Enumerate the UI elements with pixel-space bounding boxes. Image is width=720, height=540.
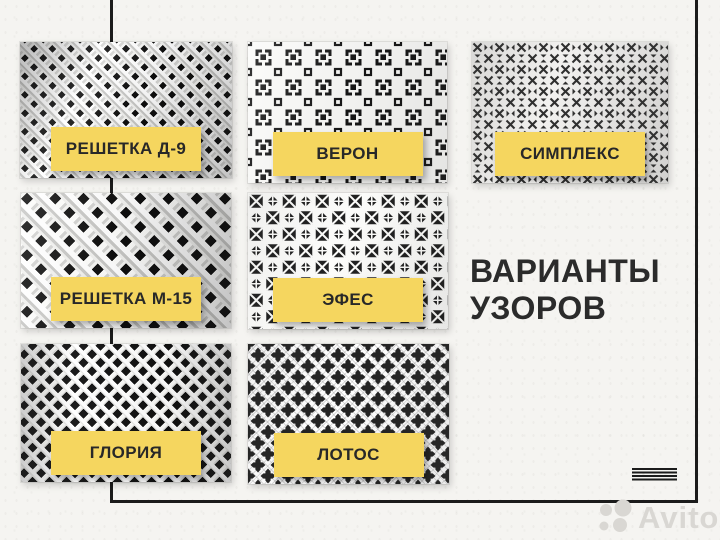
pattern-swatch-efes: ЭФЕС: [248, 193, 448, 329]
pattern-name-plate: СИМПЛЕКС: [495, 132, 645, 176]
pattern-name-plate: РЕШЕТКА М-15: [51, 277, 201, 321]
page-title: ВАРИАНТЫ УЗОРОВ: [470, 253, 660, 327]
page-title-line2: УЗОРОВ: [470, 290, 607, 326]
pattern-swatch-lotos: ЛОТОС: [248, 344, 449, 484]
page-title-line1: ВАРИАНТЫ: [470, 253, 661, 289]
stacked-lines-icon: [632, 468, 677, 481]
pattern-name-plate: РЕШЕТКА Д-9: [51, 127, 201, 171]
pattern-name-plate: ЭФЕС: [273, 278, 423, 322]
watermark: Avito: [595, 499, 719, 537]
pattern-name-plate: ГЛОРИЯ: [51, 431, 201, 475]
pattern-swatch-reshetka-d9: РЕШЕТКА Д-9: [20, 42, 232, 178]
pattern-name-plate: ВЕРОН: [272, 132, 423, 176]
pattern-swatch-simplex: СИМПЛЕКС: [472, 42, 668, 183]
watermark-brand-text: Avito: [638, 500, 720, 535]
pattern-swatch-gloria: ГЛОРИЯ: [21, 344, 231, 482]
pattern-name-plate: ЛОТОС: [273, 433, 424, 477]
pattern-swatch-veron: ВЕРОН: [248, 42, 447, 183]
pattern-swatch-reshetka-m15: РЕШЕТКА М-15: [21, 193, 231, 328]
avito-circles-icon: [599, 499, 632, 532]
